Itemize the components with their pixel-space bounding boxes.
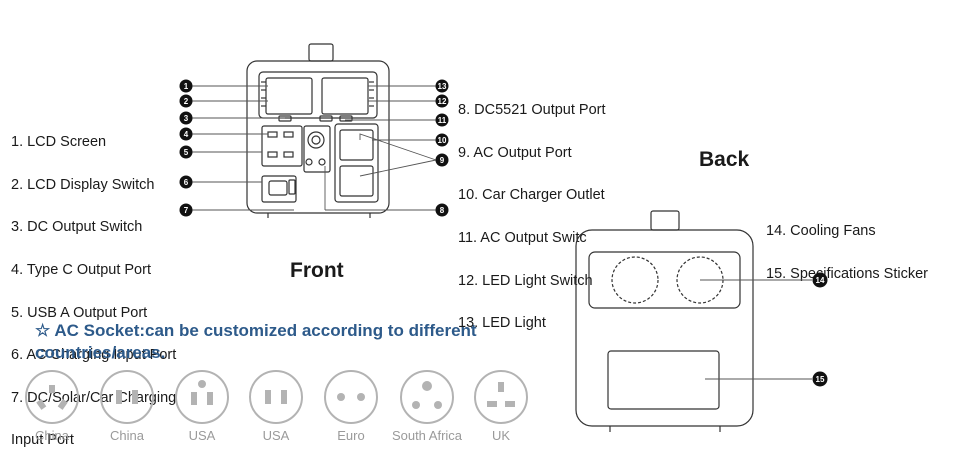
uk-socket-icon bbox=[474, 370, 528, 424]
back-legend: 14. Cooling Fans 15. Specifications Stic… bbox=[766, 200, 928, 306]
svg-text:7: 7 bbox=[184, 206, 189, 215]
svg-text:12: 12 bbox=[438, 97, 447, 106]
callout-4: 4 bbox=[179, 127, 193, 141]
legend-item: 5. USB A Output Port bbox=[11, 304, 148, 321]
product-diagram: 1 2 3 4 5 6 7 13 12 11 10 9 8 14 15 bbox=[25, 43, 828, 432]
china-socket-icon bbox=[25, 370, 79, 424]
socket-label: South Africa bbox=[391, 428, 463, 443]
callout-3: 3 bbox=[179, 111, 193, 125]
front-unit-outline bbox=[246, 43, 390, 218]
ac-outlet bbox=[339, 165, 374, 197]
back-unit-outline bbox=[575, 210, 754, 432]
callout-5: 5 bbox=[179, 145, 193, 159]
socket-label: Euro bbox=[337, 428, 365, 443]
legend-item: 14. Cooling Fans bbox=[766, 223, 876, 240]
callout-8: 8 bbox=[435, 203, 449, 217]
svg-text:9: 9 bbox=[440, 156, 445, 165]
euro-socket-icon bbox=[324, 370, 378, 424]
socket-label: UK bbox=[491, 428, 511, 443]
svg-text:14: 14 bbox=[816, 276, 825, 285]
callout-14: 14 bbox=[812, 272, 828, 288]
callout-13: 13 bbox=[435, 79, 449, 93]
usa-socket-icon bbox=[249, 370, 303, 424]
led-light-panel bbox=[321, 77, 369, 115]
legend-item: 15. Specifications Sticker bbox=[766, 265, 928, 282]
socket-note: ☆ AC Socket:can be customized according … bbox=[35, 321, 477, 362]
legend-item: Input Port bbox=[11, 432, 74, 449]
specifications-sticker bbox=[607, 350, 720, 410]
legend-item: 8. DC5521 Output Port bbox=[458, 102, 606, 119]
callout-1: 1 bbox=[179, 79, 193, 93]
svg-text:1: 1 bbox=[184, 82, 189, 91]
svg-text:5: 5 bbox=[184, 148, 189, 157]
front-heading: Front bbox=[290, 259, 344, 282]
svg-text:6: 6 bbox=[184, 178, 189, 187]
legend-item: 9. AC Output Port bbox=[458, 144, 572, 161]
back-heading: Back bbox=[699, 148, 750, 171]
callout-12: 12 bbox=[435, 94, 449, 108]
south-africa-socket-icon bbox=[400, 370, 454, 424]
callout-7: 7 bbox=[179, 203, 193, 217]
socket-label: China bbox=[110, 428, 144, 443]
svg-text:4: 4 bbox=[184, 130, 189, 139]
front-legend-left: 1. LCD Screen 2. LCD Display Switch 3. D… bbox=[11, 111, 176, 473]
callout-2: 2 bbox=[179, 94, 193, 108]
callout-15: 15 bbox=[812, 371, 828, 387]
callout-6: 6 bbox=[179, 175, 193, 189]
socket-label: China bbox=[35, 428, 69, 443]
svg-text:11: 11 bbox=[438, 116, 447, 125]
legend-item: 12. LED Light Switch bbox=[458, 272, 593, 289]
svg-text:3: 3 bbox=[184, 114, 189, 123]
lcd-screen bbox=[265, 77, 313, 115]
front-legend-right: 8. DC5521 Output Port 9. AC Output Port … bbox=[458, 79, 606, 356]
legend-item: 13. LED Light bbox=[458, 315, 546, 332]
ac-outlet bbox=[339, 129, 374, 161]
callout-10: 10 bbox=[435, 133, 449, 147]
legend-item: 6. AC Charging Input Port bbox=[11, 347, 177, 364]
callout-11: 11 bbox=[435, 113, 449, 127]
svg-text:13: 13 bbox=[438, 82, 447, 91]
socket-label: USA bbox=[262, 428, 290, 443]
callout-9: 9 bbox=[435, 153, 449, 167]
svg-text:10: 10 bbox=[438, 136, 447, 145]
legend-item: 1. LCD Screen bbox=[11, 134, 107, 151]
legend-item: 2. LCD Display Switch bbox=[11, 176, 155, 193]
usa-grounded-socket-icon bbox=[175, 370, 229, 424]
legend-item: 11. AC Output Switc bbox=[458, 230, 587, 247]
svg-text:15: 15 bbox=[816, 375, 825, 384]
legend-item: 3. DC Output Switch bbox=[11, 219, 143, 236]
legend-item: 10. Car Charger Outlet bbox=[458, 187, 605, 204]
socket-label: USA bbox=[188, 428, 216, 443]
svg-text:2: 2 bbox=[184, 97, 189, 106]
svg-text:8: 8 bbox=[440, 206, 445, 215]
legend-item: 4. Type C Output Port bbox=[11, 262, 151, 279]
china-flat-socket-icon bbox=[100, 370, 154, 424]
